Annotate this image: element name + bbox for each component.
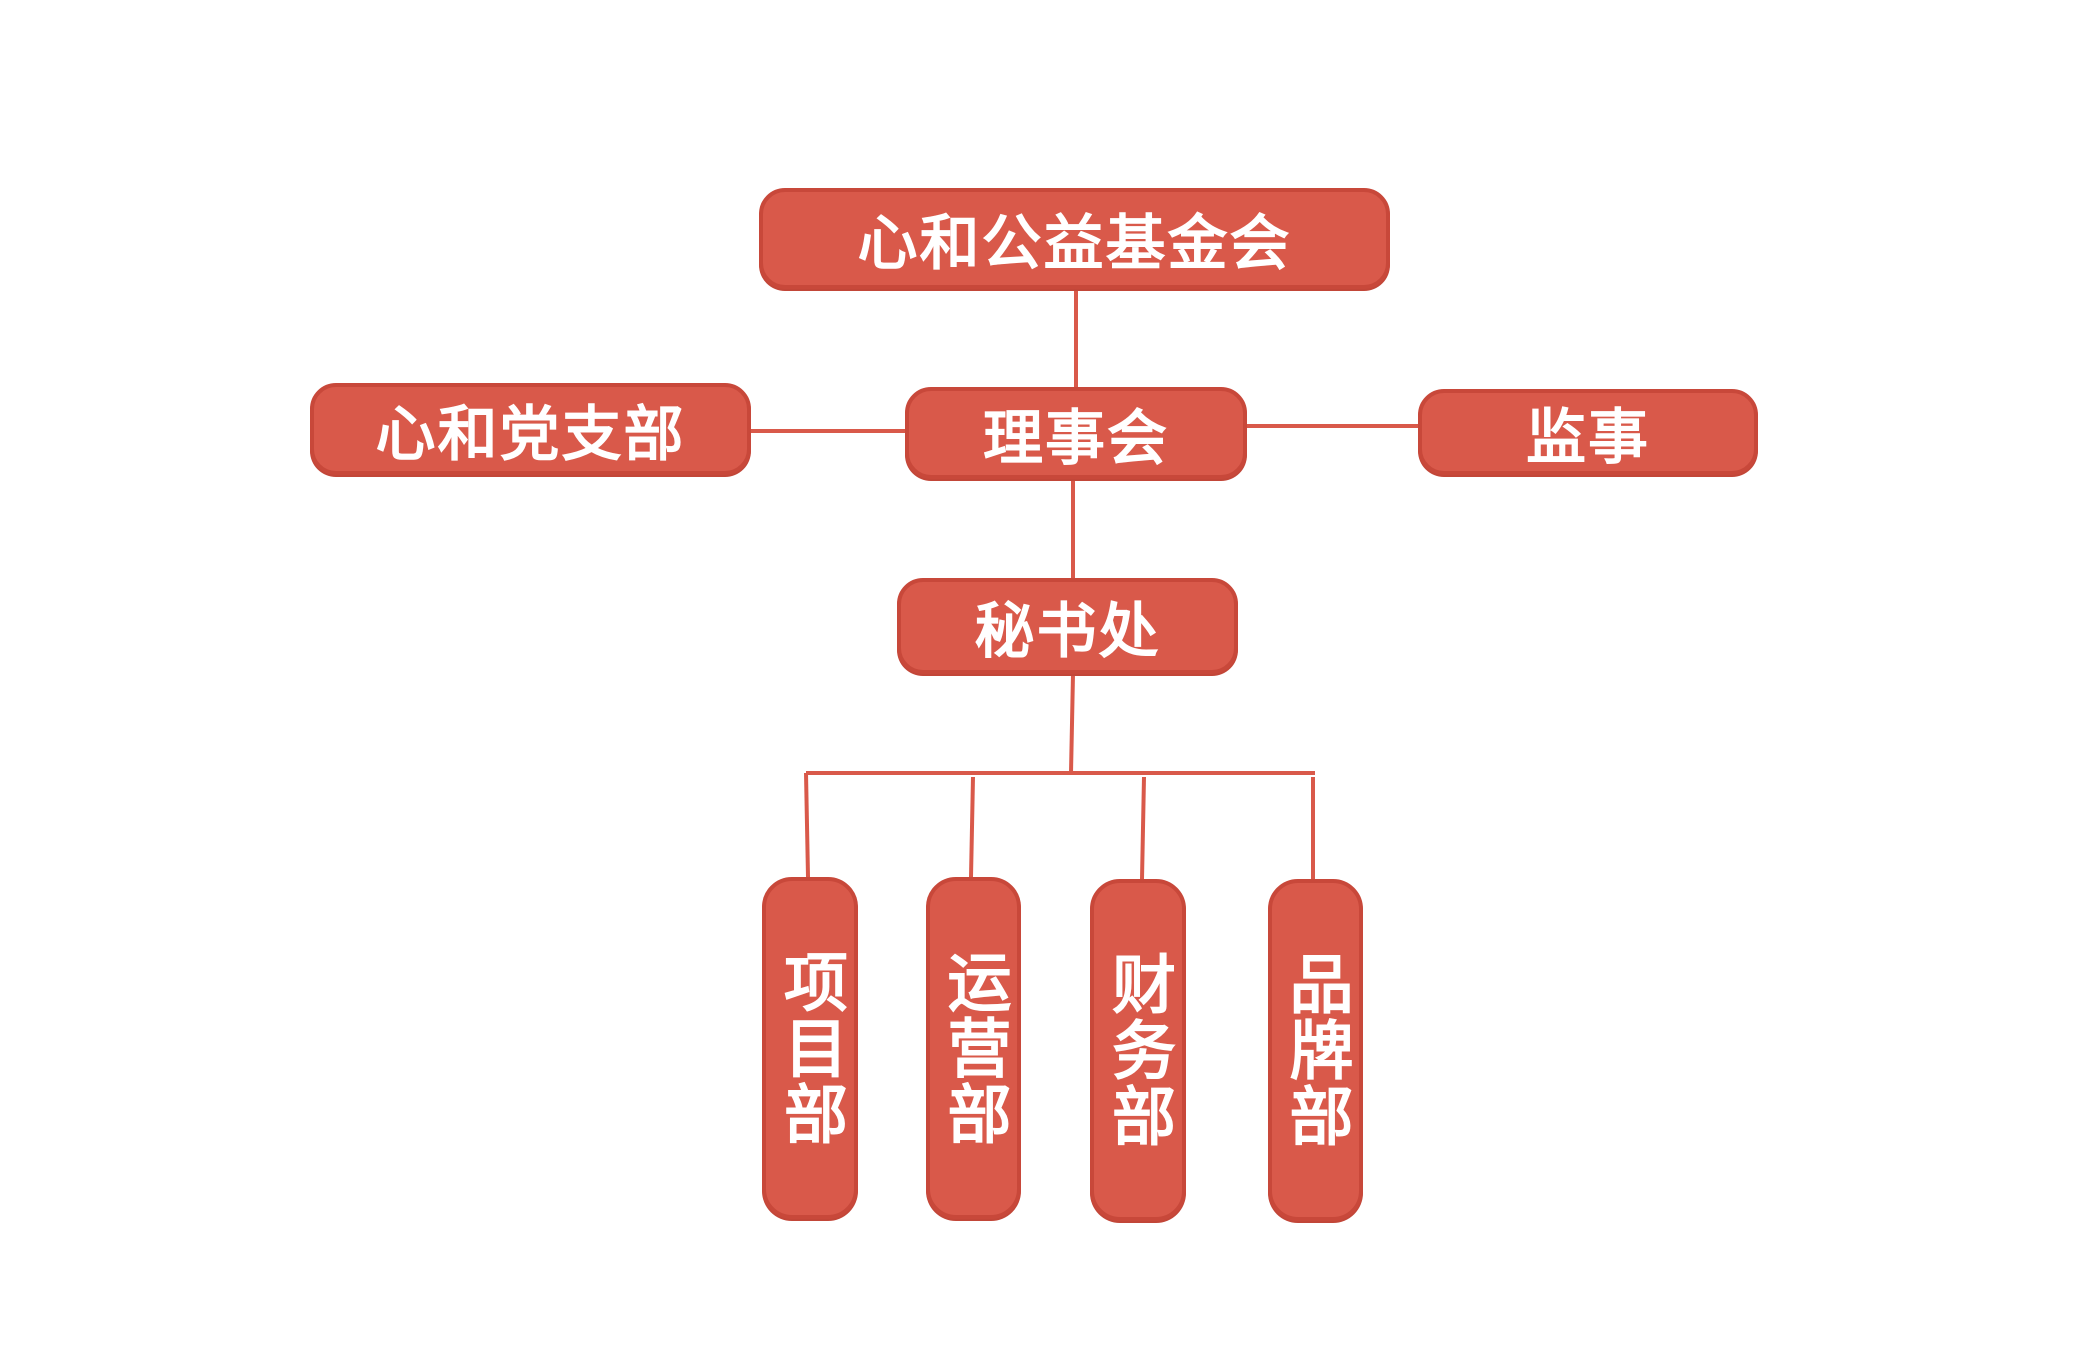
connector-secretariat-bus xyxy=(1069,673,1075,774)
node-brand-department: 品牌部 xyxy=(1268,879,1363,1221)
node-project-department: 项目部 xyxy=(762,877,858,1219)
connector-bus-operations xyxy=(969,776,975,878)
node-finance-department: 财务部 xyxy=(1090,879,1186,1221)
node-foundation: 心和公益基金会 xyxy=(759,188,1390,289)
connector-bus-project xyxy=(804,772,810,878)
node-secretariat: 秘书处 xyxy=(897,578,1238,674)
node-board-of-directors: 理事会 xyxy=(905,387,1247,479)
connector-bus-finance xyxy=(1140,776,1146,880)
node-party-branch: 心和党支部 xyxy=(310,383,751,475)
node-operations-department: 运营部 xyxy=(926,877,1021,1219)
node-supervisor: 监事 xyxy=(1418,389,1758,475)
